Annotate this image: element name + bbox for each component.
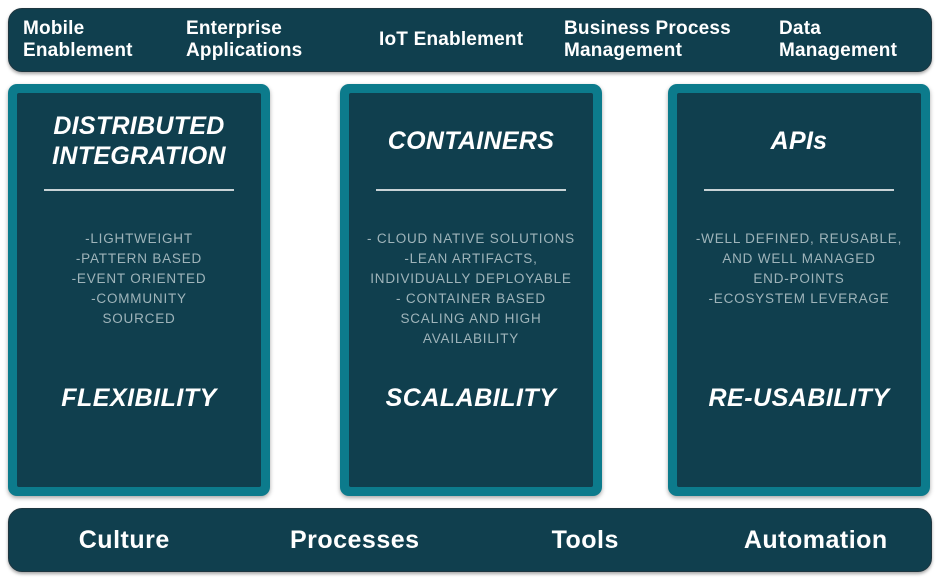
top-bar-item-enterprise-applications: Enterprise Applications bbox=[186, 17, 303, 61]
bottom-bar-item-processes: Processes bbox=[289, 525, 420, 554]
panel-point: INDIVIDUALLY DEPLOYABLE bbox=[370, 271, 572, 286]
bottom-foundations-bar: Culture Processes Tools Automation bbox=[8, 508, 932, 572]
panel-title: CONTAINERS bbox=[387, 126, 555, 155]
divider-line bbox=[703, 189, 895, 191]
panel-point: END-POINTS bbox=[753, 271, 845, 286]
panel-point: -COMMUNITY bbox=[91, 291, 187, 306]
panel-point: - CLOUD NATIVE SOLUTIONS bbox=[367, 231, 575, 246]
panel-point: SOURCED bbox=[102, 311, 176, 326]
panel-points-list: -WELL DEFINED, REUSABLE, AND WELL MANAGE… bbox=[690, 229, 908, 309]
panel-points-list: -LIGHTWEIGHT -PATTERN BASED -EVENT ORIEN… bbox=[66, 229, 213, 329]
panel-points-list: - CLOUD NATIVE SOLUTIONS -LEAN ARTIFACTS… bbox=[361, 229, 581, 349]
panel-keyword: RE-USABILITY bbox=[708, 384, 890, 412]
divider-line bbox=[375, 189, 567, 191]
top-bar-item-iot-enablement: IoT Enablement bbox=[379, 28, 524, 50]
panel-point: -LIGHTWEIGHT bbox=[85, 231, 193, 246]
panel-point: -PATTERN BASED bbox=[75, 251, 203, 266]
panel-title: APIs bbox=[770, 126, 828, 155]
divider-line bbox=[43, 189, 235, 191]
panel-containers: CONTAINERS - CLOUD NATIVE SOLUTIONS -LEA… bbox=[340, 84, 602, 496]
panel-distributed-integration: DISTRIBUTED INTEGRATION -LIGHTWEIGHT -PA… bbox=[8, 84, 270, 496]
panel-point: AVAILABILITY bbox=[422, 331, 520, 346]
panel-point: -LEAN ARTIFACTS, bbox=[404, 251, 538, 266]
panel-keyword: SCALABILITY bbox=[385, 384, 557, 412]
panel-point: - CONTAINER BASED bbox=[396, 291, 546, 306]
panel-apis: APIs -WELL DEFINED, REUSABLE, AND WELL M… bbox=[668, 84, 930, 496]
panel-apis-body: APIs -WELL DEFINED, REUSABLE, AND WELL M… bbox=[677, 93, 921, 487]
top-bar-item-mobile-enablement: Mobile Enablement bbox=[23, 17, 133, 61]
bottom-bar-item-culture: Culture bbox=[78, 525, 170, 554]
panel-keyword: FLEXIBILITY bbox=[61, 384, 217, 412]
panel-distributed-integration-body: DISTRIBUTED INTEGRATION -LIGHTWEIGHT -PA… bbox=[17, 93, 261, 487]
panel-point: -WELL DEFINED, REUSABLE, bbox=[695, 231, 903, 246]
panel-containers-body: CONTAINERS - CLOUD NATIVE SOLUTIONS -LEA… bbox=[349, 93, 593, 487]
bottom-bar-item-tools: Tools bbox=[551, 525, 619, 554]
panel-point: AND WELL MANAGED bbox=[722, 251, 876, 266]
bottom-bar-item-automation: Automation bbox=[743, 525, 888, 554]
panel-point: -EVENT ORIENTED bbox=[71, 271, 207, 286]
panel-point: SCALING AND HIGH bbox=[400, 311, 542, 326]
top-categories-bar: Mobile Enablement Enterprise Application… bbox=[8, 8, 932, 72]
panel-point: -ECOSYSTEM LEVERAGE bbox=[708, 291, 890, 306]
panel-title: DISTRIBUTED INTEGRATION bbox=[52, 111, 226, 171]
top-bar-item-data-management: Data Management bbox=[779, 17, 898, 61]
top-bar-item-business-process-management: Business Process Management bbox=[564, 17, 731, 61]
